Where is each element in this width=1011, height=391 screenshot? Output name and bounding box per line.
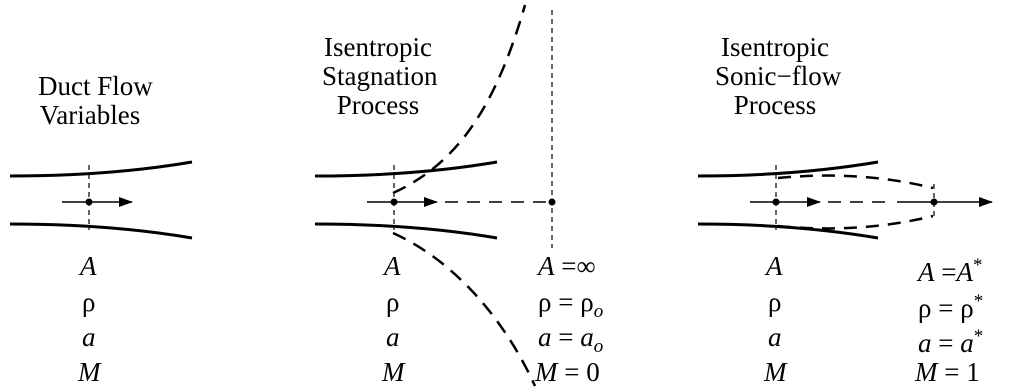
panel-3-var-area: A	[766, 251, 783, 281]
stagnation-area-lhs: A	[538, 251, 555, 281]
stagnation-mach-eq: =	[557, 357, 587, 387]
sonic-density-lhs: ρ	[918, 293, 932, 323]
sonic-mach-equation: M = 1	[915, 357, 980, 387]
stagnation-sound-speed-equation: a = ao	[538, 322, 603, 362]
sonic-mach-rhs: 1	[966, 357, 980, 387]
duct-upper-wall	[314, 160, 498, 178]
stagnation-sound-speed-subscript: o	[593, 336, 604, 357]
panel-2-stagnation	[314, 4, 556, 387]
stagnation-density-subscript: o	[593, 301, 604, 322]
stagnation-area-eq: =	[554, 251, 577, 281]
panel-3-var-sound-speed: a	[768, 322, 782, 352]
panel-3-title-line-2: Sonic−flow	[715, 61, 842, 91]
panel-1-var-sound-speed: a	[82, 322, 96, 352]
stagnation-density-equation: ρ = ρo	[538, 287, 603, 327]
sonic-sound-speed-equation: a = a*	[918, 322, 983, 358]
panel-3-title-line-3: Process	[733, 90, 817, 120]
stagnation-density-eq: =	[551, 287, 581, 317]
station-point	[772, 198, 780, 206]
sonic-sound-speed-rhs: a	[960, 328, 974, 358]
panel-3-var-density: ρ	[768, 287, 782, 317]
panel-3-sonic	[697, 160, 993, 240]
panel-1-var-area: A	[80, 251, 97, 281]
panel-1-var-mach: M	[78, 357, 101, 387]
stagnation-sound-speed-lhs: a	[538, 322, 552, 352]
stagnation-mach-equation: M = 0	[535, 357, 600, 387]
sonic-sound-speed-superscript: *	[973, 326, 984, 347]
panel-1-title-line-2: Variables	[39, 100, 141, 130]
panel-2-title-line-3: Process	[336, 90, 420, 120]
stagnation-mach-lhs: M	[535, 357, 558, 387]
sonic-mach-eq: =	[937, 357, 967, 387]
panel-2-title-line-2: Stagnation	[322, 61, 438, 91]
panel-3-title: Isentropic Sonic−flow Process	[715, 32, 842, 120]
sonic-density-equation: ρ = ρ*	[918, 287, 983, 323]
sonic-density-eq: =	[931, 293, 961, 323]
sonic-area-rhs: A	[956, 257, 973, 287]
sonic-sound-speed-eq: =	[931, 328, 961, 358]
sonic-lower-dashed-wall	[777, 214, 934, 230]
panel-2-var-area: A	[384, 251, 401, 281]
panel-1-var-density: ρ	[82, 287, 96, 317]
duct-upper-wall	[697, 160, 879, 178]
stagnation-density-rhs: ρ	[580, 287, 594, 317]
panel-2-title-line-1: Isentropic	[324, 32, 432, 62]
station-point	[390, 198, 398, 206]
sonic-area-superscript: *	[972, 255, 983, 276]
panel-2-var-sound-speed: a	[386, 322, 400, 352]
panel-2-var-density: ρ	[386, 287, 400, 317]
panel-1-duct	[9, 160, 193, 240]
stagnation-area-equation: A =∞	[538, 251, 596, 281]
sonic-density-superscript: *	[973, 291, 984, 312]
panel-3-title-line-1: Isentropic	[721, 32, 829, 62]
panel-1-title: Duct Flow Variables	[38, 71, 153, 130]
stagnation-upper-dashed-wall	[392, 4, 527, 195]
duct-lower-wall	[9, 222, 193, 240]
sonic-density-rhs: ρ	[960, 293, 974, 323]
panel-1-title-line-1: Duct Flow	[38, 71, 153, 101]
panel-2-title: Isentropic Stagnation Process	[322, 32, 438, 120]
stagnation-sound-speed-rhs: a	[580, 322, 594, 352]
sonic-mach-lhs: M	[915, 357, 938, 387]
sonic-area-lhs: A	[918, 257, 935, 287]
stagnation-point	[548, 198, 556, 206]
sonic-area-equation: A =A*	[918, 251, 982, 287]
sonic-upper-dashed-wall	[777, 174, 934, 190]
duct-lower-wall	[697, 222, 879, 240]
stagnation-density-lhs: ρ	[538, 287, 552, 317]
panel-2-var-mach: M	[382, 357, 405, 387]
sonic-sound-speed-lhs: a	[918, 328, 932, 358]
stagnation-mach-rhs: 0	[586, 357, 600, 387]
stagnation-lower-dashed-wall	[392, 231, 537, 387]
stagnation-sound-speed-eq: =	[551, 322, 581, 352]
duct-lower-wall	[314, 222, 498, 240]
duct-upper-wall	[9, 160, 193, 178]
sonic-point	[930, 198, 938, 206]
panel-3-var-mach: M	[764, 357, 787, 387]
stagnation-area-rhs: ∞	[576, 251, 596, 281]
station-point	[85, 198, 93, 206]
sonic-area-eq: =	[934, 257, 957, 287]
